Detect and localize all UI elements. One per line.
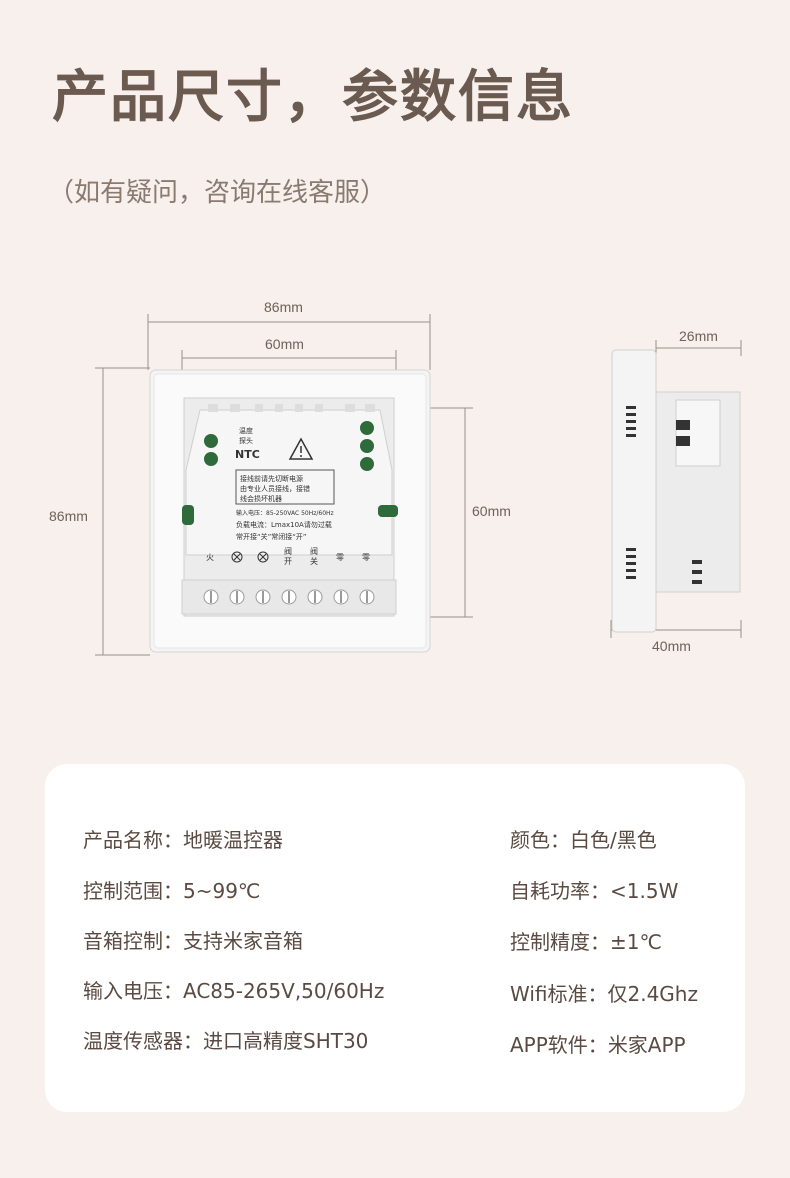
spec-key: 颜色：	[510, 828, 570, 852]
page-title: 产品尺寸，参数信息	[52, 65, 574, 130]
warning-line-1: 接线前请先切断电源	[240, 474, 303, 483]
spec-value: AC85-265V,50/60Hz	[183, 979, 385, 1003]
sensor-label-1: 温度	[239, 426, 253, 435]
dim-front-height-outer: 86mm	[49, 508, 88, 524]
load-current-label: 负载电流：Lmax10A请勿过载	[236, 520, 332, 529]
dim-front-width-inner: 60mm	[265, 336, 304, 352]
spec-item: 音箱控制：支持米家音箱	[83, 925, 303, 954]
spec-key: 控制范围：	[83, 879, 183, 903]
dim-side-depth-bottom: 40mm	[652, 638, 691, 654]
spec-value: 地暖温控器	[183, 828, 283, 852]
product-diagram: 温度 探头 NTC 接线前请先切断电源 由专业人员接线，接错 线会损坏机器 输入…	[95, 314, 742, 656]
terminal-valve-close-2: 关	[310, 556, 318, 566]
spec-value: 白色/黑色	[570, 828, 657, 852]
spec-value: 支持米家音箱	[183, 929, 303, 953]
spec-item: APP软件：米家APP	[510, 1029, 686, 1058]
terminal-zero-1: 零	[336, 553, 344, 562]
warning-line-2: 由专业人员接线，接错	[240, 484, 310, 493]
terminal-fire: 火	[206, 553, 214, 562]
dim-front-height-inner: 60mm	[472, 503, 511, 519]
spec-item: 颜色：白色/黑色	[510, 824, 657, 853]
terminal-valve-close-1: 阀	[310, 547, 318, 556]
spec-panel: 产品名称：地暖温控器 控制范围：5~99℃ 音箱控制：支持米家音箱 输入电压：A…	[45, 764, 745, 1112]
sensor-label-2: 探头	[239, 436, 253, 445]
spec-item: 温度传感器：进口高精度SHT30	[83, 1025, 368, 1054]
dim-side-depth-top: 26mm	[679, 328, 718, 344]
spec-item: 输入电压：AC85-265V,50/60Hz	[83, 975, 384, 1004]
page-subtitle: （如有疑问，咨询在线客服）	[48, 178, 387, 208]
spec-value: ±1℃	[610, 930, 662, 954]
terminal-zero-2: 零	[362, 553, 370, 562]
spec-key: 自耗功率：	[510, 879, 610, 903]
spec-key: 输入电压：	[83, 979, 183, 1003]
spec-value: 进口高精度SHT30	[203, 1029, 369, 1053]
input-voltage-label: 输入电压：85-250VAC 50Hz/60Hz	[236, 509, 334, 517]
spec-item: 产品名称：地暖温控器	[83, 824, 283, 853]
spec-key: Wifi标准：	[510, 982, 608, 1006]
spec-value: 米家APP	[607, 1033, 686, 1057]
spec-item: 自耗功率：<1.5W	[510, 875, 678, 904]
spec-value: <1.5W	[610, 879, 679, 903]
spec-key: 产品名称：	[83, 828, 183, 852]
warning-line-3: 线会损坏机器	[240, 494, 282, 503]
spec-item: Wifi标准：仅2.4Ghz	[510, 978, 698, 1007]
spec-value: 5~99℃	[183, 879, 261, 903]
spec-key: 控制精度：	[510, 930, 610, 954]
spec-key: 音箱控制：	[83, 929, 183, 953]
valve-note-label: 常开接“关”常闭接“开”	[236, 532, 307, 541]
terminal-valve-open-1: 阀	[284, 547, 292, 556]
spec-item: 控制范围：5~99℃	[83, 875, 260, 904]
dim-front-width-outer: 86mm	[264, 299, 303, 315]
terminal-valve-open-2: 开	[284, 557, 292, 566]
ntc-label: NTC	[235, 448, 260, 461]
spec-item: 控制精度：±1℃	[510, 926, 662, 955]
spec-value: 仅2.4Ghz	[607, 982, 698, 1006]
spec-key: APP软件：	[510, 1033, 608, 1057]
spec-key: 温度传感器：	[83, 1029, 203, 1053]
